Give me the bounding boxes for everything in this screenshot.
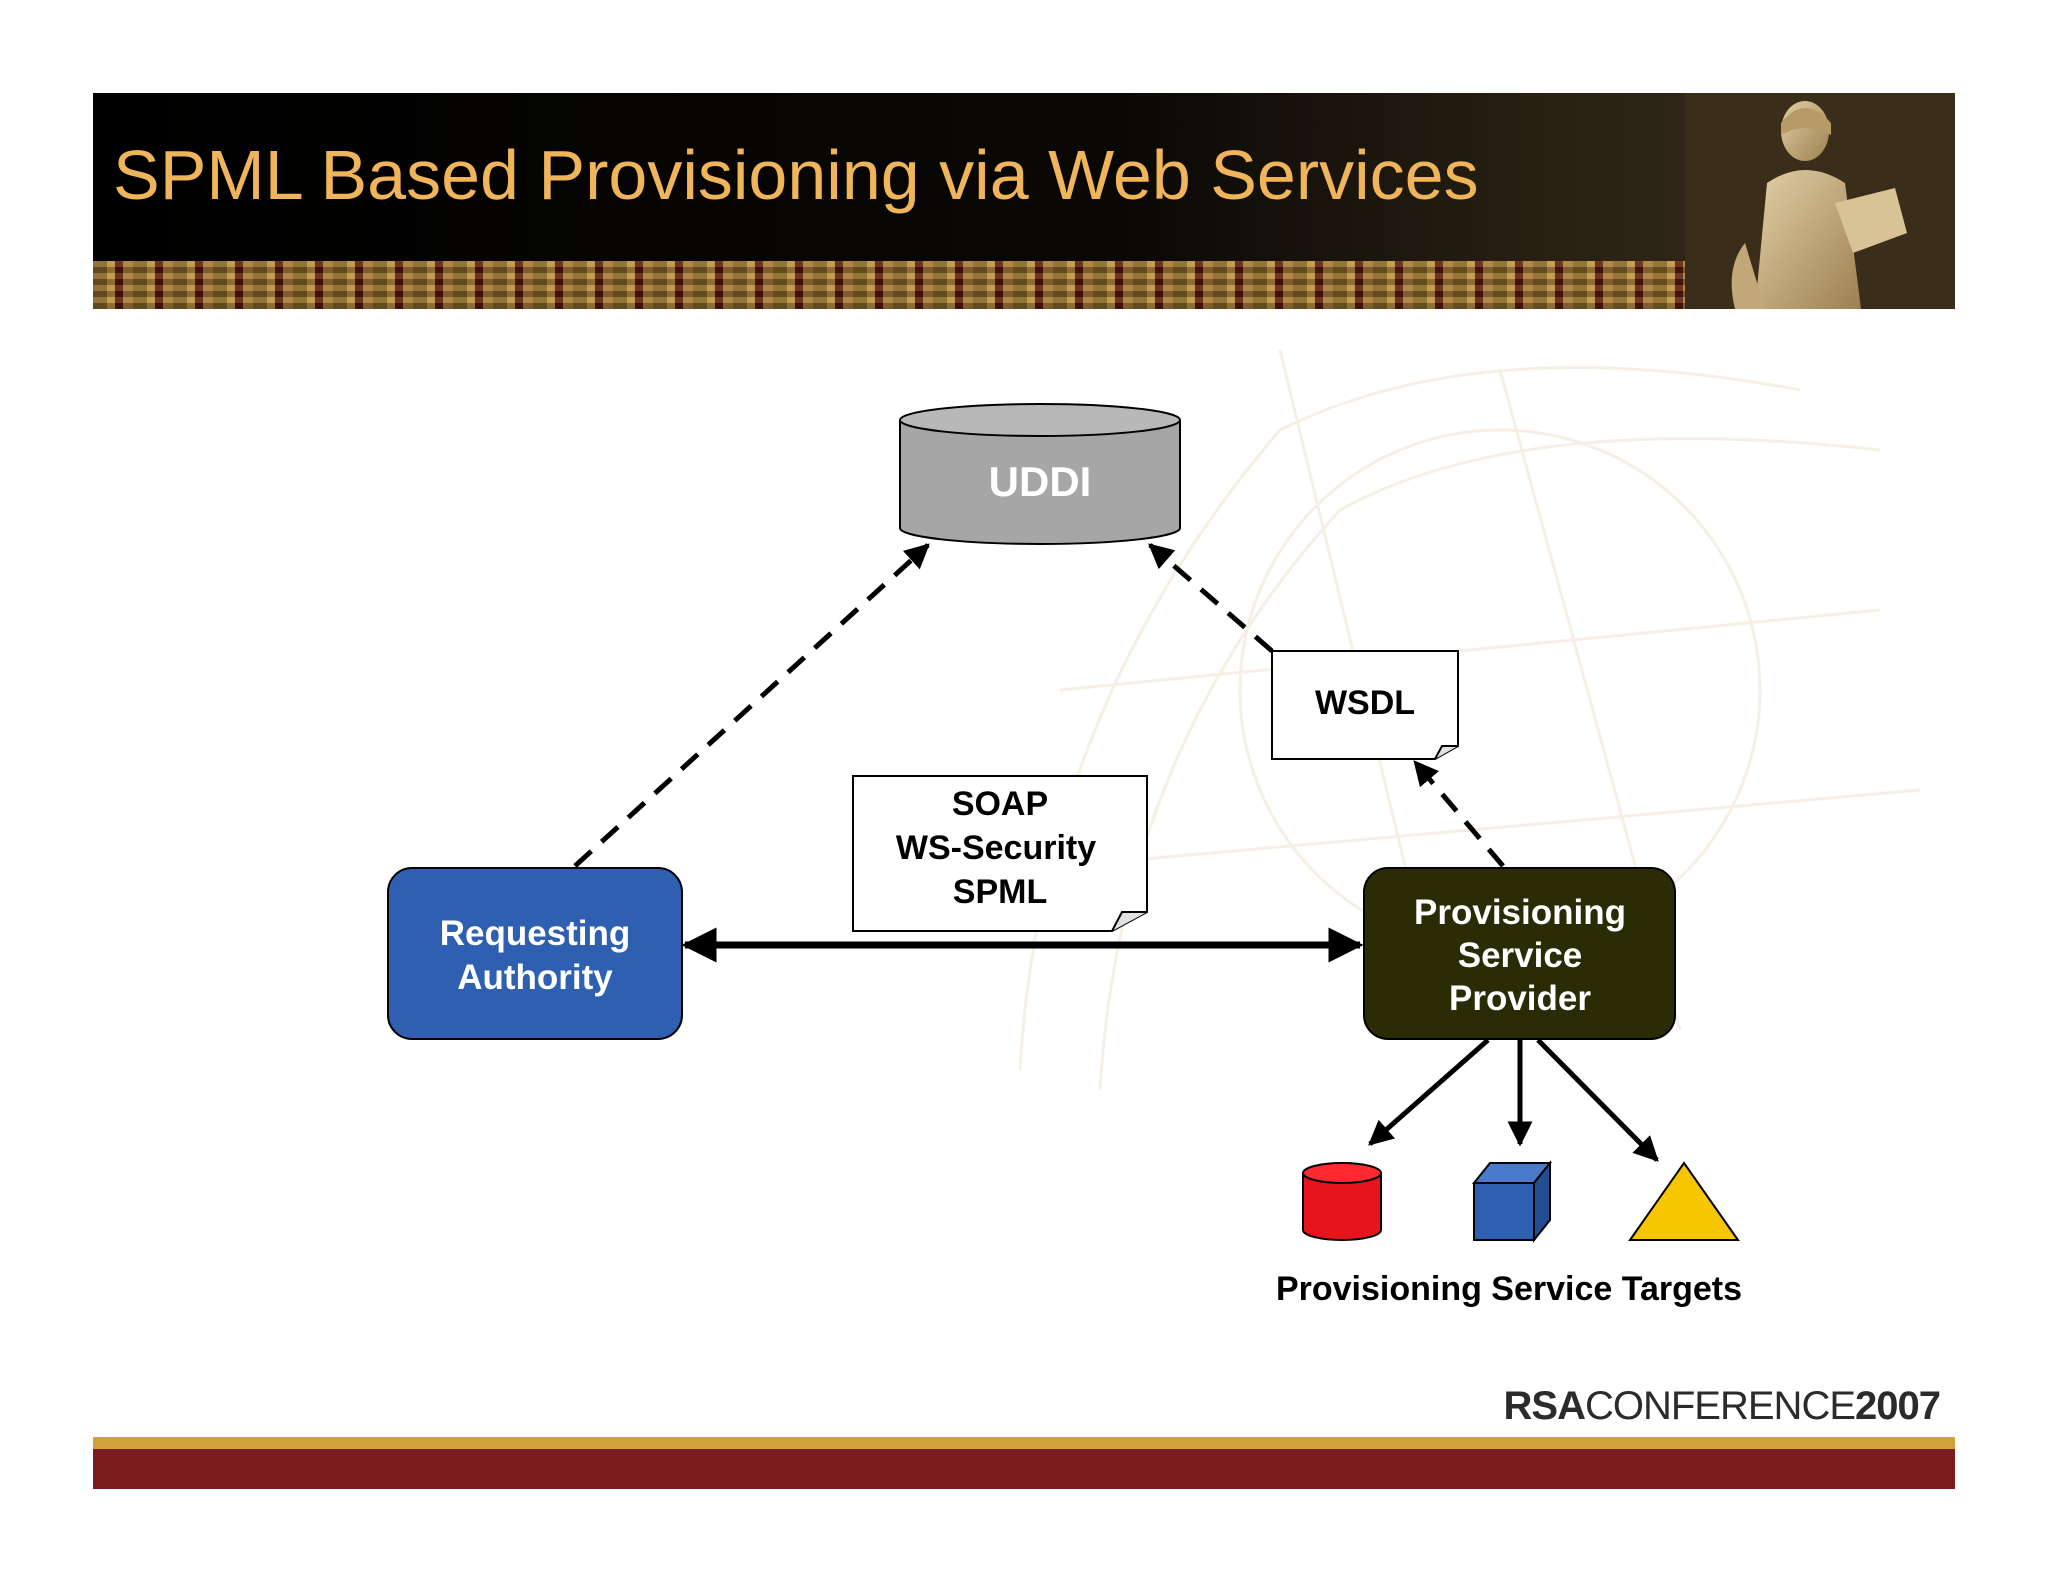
slide-title: SPML Based Provisioning via Web Services <box>113 136 1479 214</box>
requesting-authority-label-2: Authority <box>457 958 613 997</box>
provisioning-service-provider-node: Provisioning Service Provider <box>1363 867 1676 1040</box>
psp-label-1: Provisioning <box>1414 893 1626 932</box>
logo-rsa: RSA <box>1503 1384 1586 1428</box>
footer-gold-bar <box>93 1437 1955 1449</box>
psp-label-3: Provider <box>1449 979 1591 1018</box>
target-triangle-icon <box>1628 1161 1740 1241</box>
uddi-database: UDDI <box>899 403 1181 545</box>
wsdl-to-uddi-arrow <box>1148 543 1274 653</box>
logo-conference: CONFERENCE <box>1584 1384 1856 1428</box>
target-cube-icon <box>1471 1160 1553 1243</box>
ornamental-band <box>93 261 1955 309</box>
ra-to-uddi-arrow <box>573 543 930 868</box>
requesting-authority-label-1: Requesting <box>440 914 631 953</box>
soap-label: SOAP <box>952 785 1048 823</box>
psp-to-cylinder-arrow <box>1368 1038 1490 1146</box>
psp-to-wsdl-arrow <box>1413 760 1505 868</box>
requesting-authority-node: Requesting Authority <box>387 867 683 1040</box>
psp-to-triangle-arrow <box>1536 1038 1659 1162</box>
slide-header: SPML Based Provisioning via Web Services <box>93 93 1955 309</box>
ws-security-label: WS-Security <box>896 829 1096 867</box>
soap-message-document: SOAP WS-Security SPML <box>852 775 1148 932</box>
psp-label-2: Service <box>1458 936 1583 975</box>
spml-label: SPML <box>953 873 1047 911</box>
footer-red-bar <box>93 1449 1955 1489</box>
target-cylinder-icon <box>1302 1162 1382 1241</box>
wsdl-label: WSDL <box>1315 684 1415 722</box>
wsdl-document: WSDL <box>1271 650 1459 760</box>
targets-caption: Provisioning Service Targets <box>1276 1270 1742 1308</box>
rsa-conference-logo: RSACONFERENCE2007 <box>1490 1384 1941 1429</box>
uddi-label: UDDI <box>989 458 1092 505</box>
logo-year: 2007 <box>1855 1384 1941 1428</box>
statue-image <box>1685 93 1955 309</box>
